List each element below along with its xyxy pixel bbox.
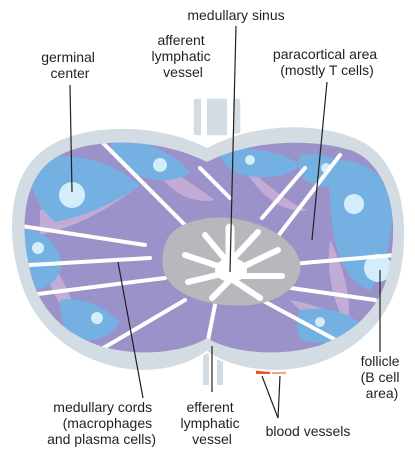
- label-medullary-cords: medullary cords (macrophages and plasma …: [47, 399, 156, 447]
- label-efferent-vessel: efferent lymphatic vessel: [180, 399, 243, 447]
- label-blood-vessels: blood vessels: [266, 423, 351, 439]
- label-follicle: follicle (B cell area): [361, 353, 404, 401]
- label-medullary-sinus: medullary sinus: [187, 7, 284, 23]
- label-germinal-center: germinal center: [41, 49, 99, 81]
- label-afferent-vessel: afferent lymphatic vessel: [151, 32, 214, 80]
- label-paracortical-area: paracortical area (mostly T cells): [273, 46, 381, 78]
